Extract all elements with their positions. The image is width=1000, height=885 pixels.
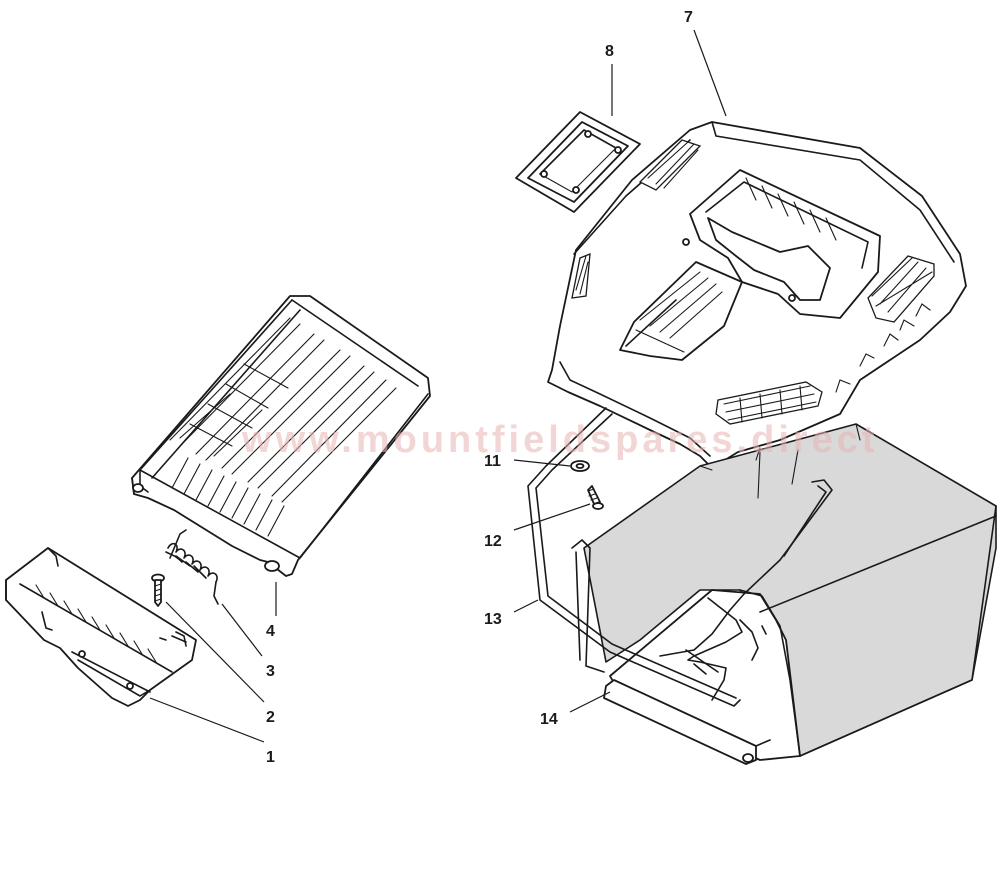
leader-14 xyxy=(569,691,611,713)
callout-3: 3 xyxy=(266,663,275,680)
callout-2: 2 xyxy=(266,709,275,726)
leader-1 xyxy=(149,697,265,743)
part-8-window-frame xyxy=(515,111,641,213)
part-7-upper-hood xyxy=(547,121,967,469)
leader-2 xyxy=(165,601,265,703)
part-4-flap-cover xyxy=(131,295,431,577)
leader-12 xyxy=(513,503,591,531)
part-1-hinge-bracket xyxy=(5,547,197,707)
callout-numbers: 1 2 3 4 7 8 11 12 13 14 xyxy=(266,9,693,766)
callout-7: 7 xyxy=(684,9,693,26)
part-12-screw xyxy=(587,485,604,510)
part-2-screw xyxy=(151,573,165,607)
callout-11: 11 xyxy=(484,453,501,470)
callout-14: 14 xyxy=(540,711,558,728)
part-13-bag-frame xyxy=(527,407,833,765)
leader-3 xyxy=(221,603,263,657)
leader-lines xyxy=(149,29,727,743)
watermark-text: www.mountfieldspares.direct xyxy=(241,419,879,461)
callout-12: 12 xyxy=(484,533,502,550)
callout-4: 4 xyxy=(266,623,275,640)
callout-13: 13 xyxy=(484,611,502,628)
callout-1: 1 xyxy=(266,749,275,766)
leader-7 xyxy=(693,29,727,117)
leader-11 xyxy=(513,459,571,467)
part-11-washer xyxy=(570,460,590,472)
part-3-spring xyxy=(165,529,219,605)
leader-13 xyxy=(513,599,539,613)
callout-8: 8 xyxy=(605,43,614,60)
